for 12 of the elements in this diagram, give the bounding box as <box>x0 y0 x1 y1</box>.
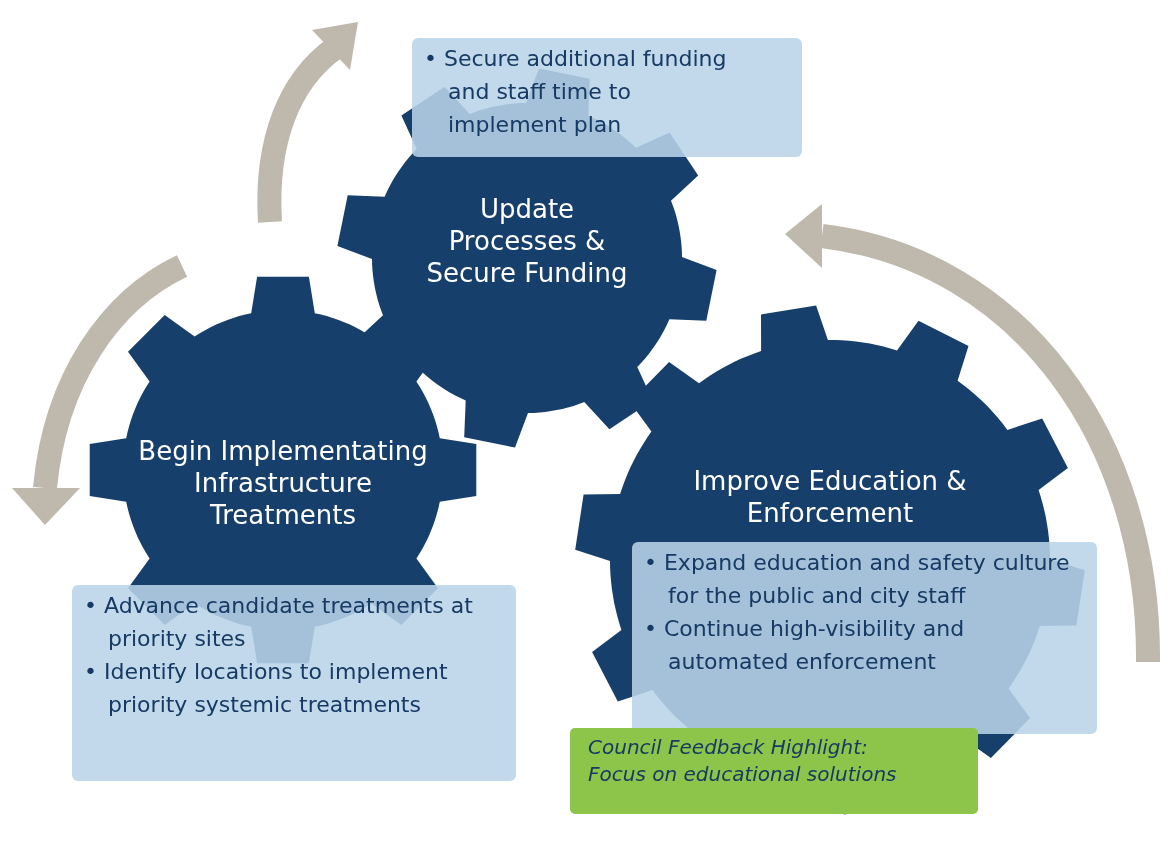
bullet-box <box>72 585 516 781</box>
bullet-box <box>412 38 802 157</box>
bullet-text: • Secure additional funding and staff time to implement plan <box>424 45 728 139</box>
gear-title: Update Processes & Secure Funding <box>425 193 629 289</box>
bullet-text: • Continue high-visibility and automated enforcement <box>644 615 966 676</box>
gear-title: Improve Education & Enforcement <box>692 465 968 529</box>
bullet-text: • Expand education and safety culture for the public and city staff <box>644 549 1071 610</box>
bullet-text: • Advance candidate treatments at priority sites <box>84 592 474 653</box>
highlight-text: Council Feedback Highlight: <box>588 734 869 761</box>
bullet-text: • Identify locations to implement priority systemic treatments <box>84 658 449 719</box>
gear-title: Begin Implementating Infrastructure Treatments <box>137 435 429 531</box>
highlight-text: Focus on educational solutions <box>588 761 898 788</box>
